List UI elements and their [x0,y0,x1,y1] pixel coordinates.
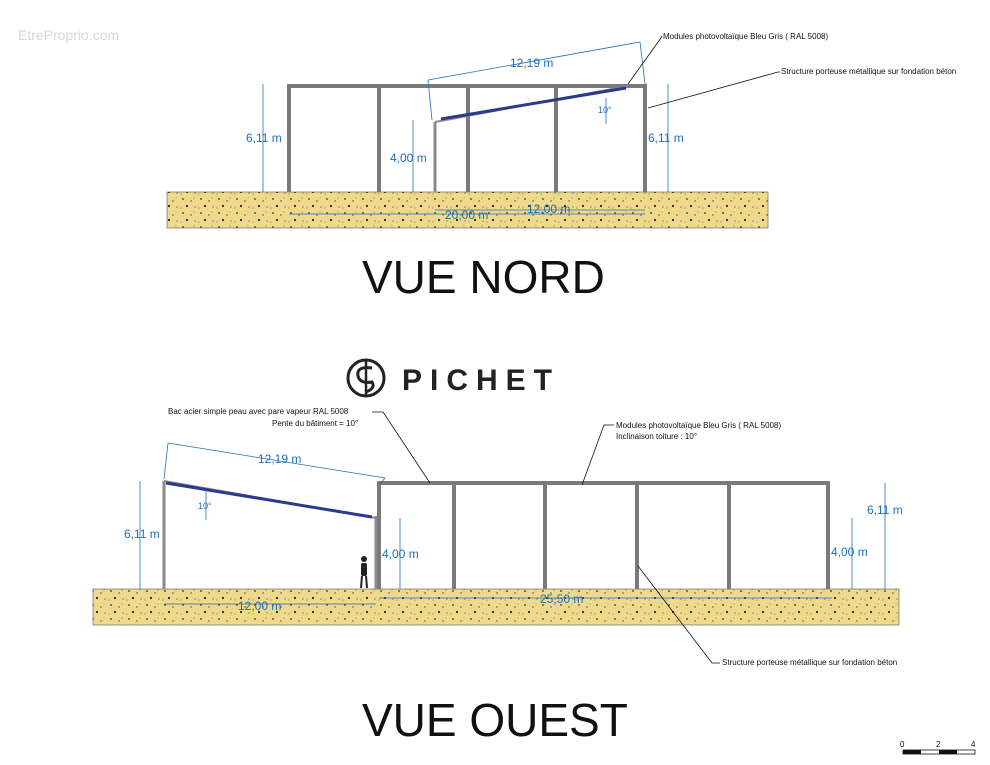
west-ground [92,588,900,626]
scale-bar-segment [939,750,957,754]
west-angle: 10° [198,501,212,511]
north-slope-length: 12,19 m [510,56,553,70]
north-structure-label: Structure porteuse métallique sur fondat… [781,67,956,76]
west-panels-label-2: Inclinaison toiture : 10° [616,432,697,441]
west-view-title: VUE OUEST [362,694,628,746]
west-structure-leader [637,565,720,664]
north-panels-leader [627,35,663,85]
west-height-left: 6,11 m [124,527,160,541]
west-structure-label: Structure porteuse métallique sur fondat… [722,658,897,667]
pichet-logo-mark [356,366,375,394]
north-panels-label: Modules photovoltaïque Bleu Gris ( RAL 5… [663,32,828,41]
west-low-height-right: 4,00 m [831,545,868,559]
west-left-length: 12,00 m [238,599,281,613]
north-view-title: VUE NORD [362,251,605,303]
west-panels-leader [581,424,614,486]
brand-name: PICHET [402,364,560,397]
west-low-height-mid: 4,00 m [382,547,419,561]
dim-extension [427,79,433,121]
north-total-length: 20,00 m [445,208,488,222]
scale-bar-segment [903,750,921,754]
dim-extension [639,41,646,85]
west-slope-length: 12,19 m [258,452,301,466]
person-icon [360,556,368,589]
west-roof-leader [372,411,431,484]
scale-tick-0: 0 [900,740,905,749]
west-right-length: 25,50 m [540,592,583,606]
west-slope-dimline [167,442,386,479]
dim-extension [379,477,386,485]
pichet-logo: PICHET [346,358,560,398]
north-height-right: 6,11 m [648,131,684,145]
north-section-length: 12,00 m [527,202,570,216]
west-building-frame [377,481,830,589]
dim-extension [163,442,169,480]
west-height-right: 6,11 m [867,503,903,517]
west-roof-label-2: Pente du bâtiment = 10° [272,419,358,428]
west-roof-label-1: Bac acier simple peau avec pare vapeur R… [168,407,349,416]
scale-tick-2: 2 [936,740,941,749]
west-pv-panels [165,481,373,519]
north-structure-leader [647,71,780,109]
scale-bar: 0 2 4 [900,740,976,755]
west-view: 12,19 m 10° 6,11 m 4,00 m 6,11 m 4,00 m … [92,407,903,746]
north-angle: 10° [598,105,612,115]
north-pv-panels [440,86,627,121]
watermark-text: EtreProprio.com [18,27,119,43]
north-view: 12,19 m 6,11 m 6,11 m 4,00 m 10° 20,00 m… [166,32,956,303]
north-low-height: 4,00 m [390,151,427,165]
north-slope-dimline [427,41,641,81]
west-panels-label-1: Modules photovoltaïque Bleu Gris ( RAL 5… [616,421,781,430]
scale-tick-4: 4 [971,740,976,749]
north-height-left: 6,11 m [246,131,282,145]
